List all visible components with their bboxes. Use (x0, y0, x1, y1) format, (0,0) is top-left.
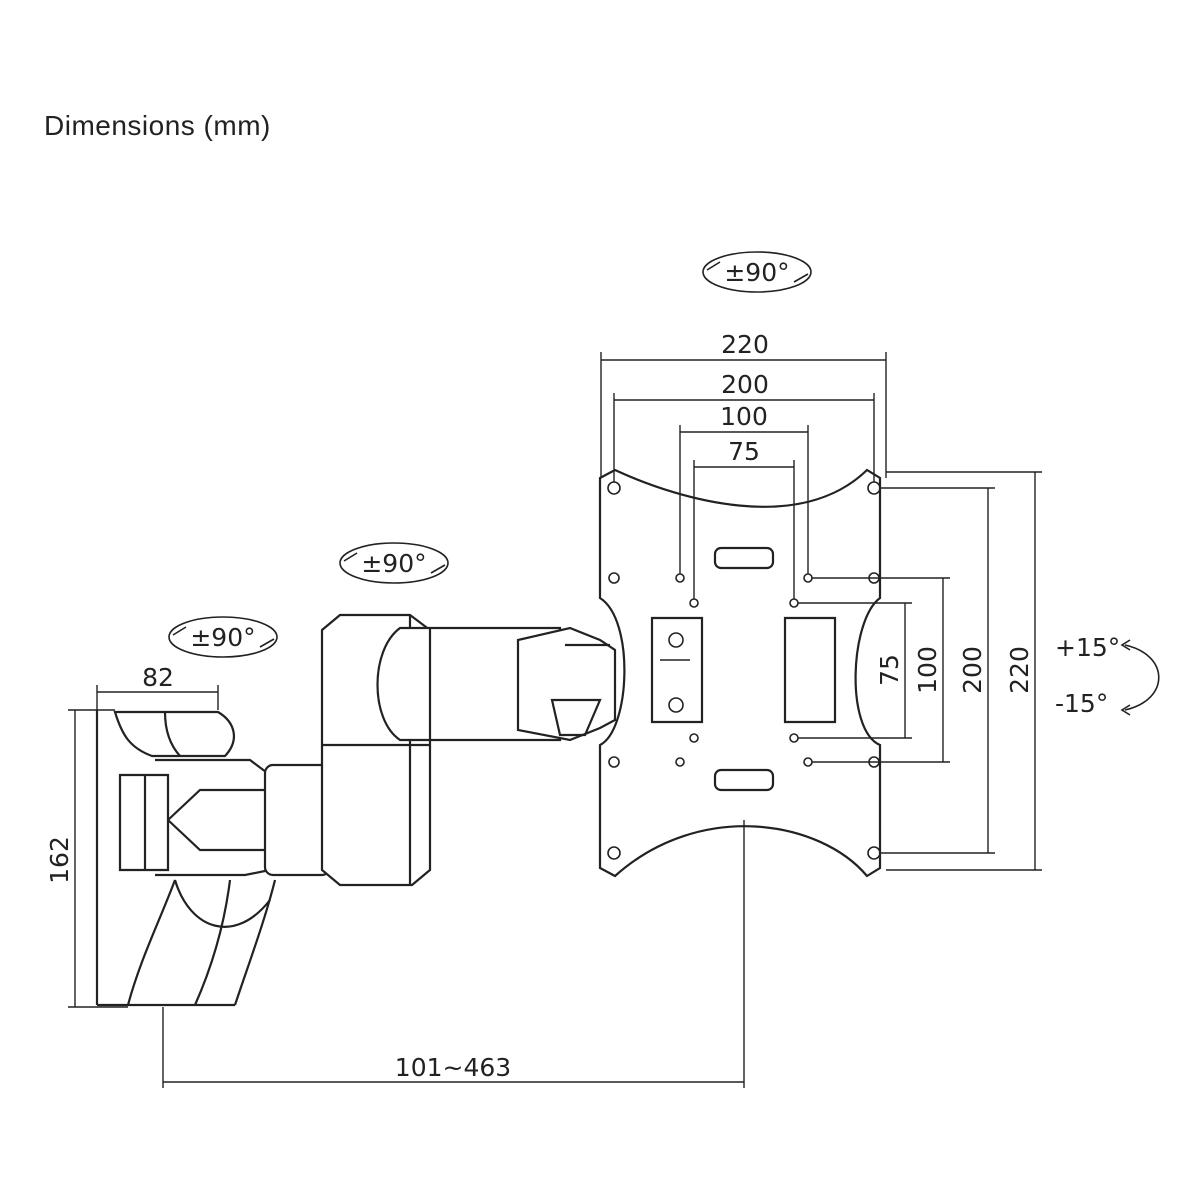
dim-height-200: 200 (958, 646, 987, 694)
dim-width-220: 220 (721, 330, 769, 359)
dim-height-220: 220 (1005, 646, 1034, 694)
dim-wall-width: 82 (142, 663, 174, 692)
dim-extension: 101~463 (395, 1053, 511, 1082)
rotation-indicator-top: ±90° (702, 251, 812, 293)
swing-arm (263, 613, 617, 887)
plate-height-dimensions: 75 100 200 220 (798, 471, 1042, 871)
dim-width-75: 75 (728, 437, 760, 466)
vesa-plate (598, 468, 882, 878)
rotation-label-arm: ±90° (361, 549, 426, 578)
wall-plate (95, 710, 277, 1007)
tilt-indicator: +15° -15° (1055, 633, 1160, 718)
rotation-label-top: ±90° (724, 258, 789, 287)
dim-width-100: 100 (720, 402, 768, 431)
dim-wall-height: 162 (45, 836, 74, 884)
tilt-up-label: +15° (1055, 633, 1120, 662)
rotation-label-wall: ±90° (190, 623, 255, 652)
rotation-indicator-wall: ±90° (168, 616, 278, 658)
tilt-down-label: -15° (1055, 689, 1108, 718)
wall-plate-dimensions: 82 162 (45, 663, 219, 1008)
dim-height-100: 100 (913, 646, 942, 694)
extension-dimension: 101~463 (162, 820, 745, 1088)
dim-width-200: 200 (721, 370, 769, 399)
page-title: Dimensions (mm) (44, 110, 271, 141)
plate-width-dimensions: 220 200 100 75 (600, 330, 887, 599)
dim-height-75: 75 (875, 654, 904, 686)
rotation-indicator-arm: ±90° (339, 542, 449, 584)
